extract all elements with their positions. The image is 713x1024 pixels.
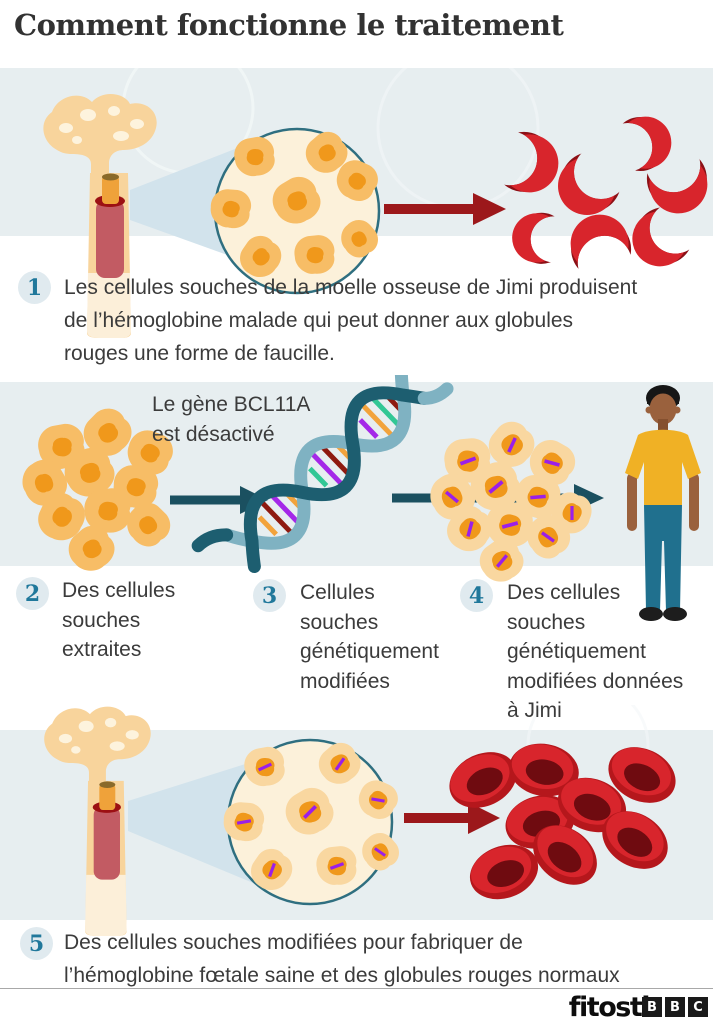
bbc-logo-block-b1: B bbox=[642, 997, 662, 1017]
step-4-number: 4 bbox=[460, 579, 493, 612]
step-4-text: Des cellules souches génétiquement modif… bbox=[507, 578, 707, 726]
step-1-line-1: Les cellules souches de la moelle osseus… bbox=[64, 276, 638, 299]
step-5-line-1: Des cellules souches modifiées pour fabr… bbox=[64, 931, 523, 954]
bbc-logo-block-b2: B bbox=[665, 997, 685, 1017]
step-2-line-2: souches bbox=[62, 608, 141, 632]
step-3-line-2: souches bbox=[300, 610, 379, 634]
step-2-line-1: Des cellules bbox=[62, 579, 176, 602]
step-3-line-1: Cellules bbox=[300, 581, 375, 604]
step-2-line-3: extraites bbox=[62, 638, 142, 661]
step-4-line-5: à Jimi bbox=[507, 699, 562, 722]
step-4-line-2: souches bbox=[507, 610, 586, 634]
gene-label-line-1: Le gène BCL11A bbox=[152, 393, 311, 416]
step-3-text: Cellules souches génétiquement modifiées bbox=[300, 578, 480, 696]
step-4-line-1: Des cellules bbox=[507, 581, 621, 604]
step-1-line-2: de l’hémoglobine malade qui peut donner … bbox=[64, 309, 574, 332]
step-2-number: 2 bbox=[16, 577, 49, 610]
step-2-text: Des cellules souches extraites bbox=[62, 576, 232, 665]
section-2-background bbox=[0, 382, 713, 566]
step-5-text: Des cellules souches modifiées pour fabr… bbox=[64, 926, 709, 992]
step-5-line-2: l’hémoglobine fœtale saine et des globul… bbox=[64, 964, 620, 987]
step-4-line-3: génétiquement bbox=[507, 640, 646, 663]
step-3-line-4: modifiées bbox=[300, 669, 390, 693]
bbc-logo-block-c: C bbox=[688, 997, 708, 1017]
watermark: fitosti bbox=[568, 992, 651, 1023]
step-5-number: 5 bbox=[20, 927, 53, 960]
step-1-number: 1 bbox=[18, 271, 51, 304]
bbc-logo: B B C bbox=[642, 997, 708, 1017]
gene-label-line-2: est désactivé bbox=[152, 423, 275, 446]
step-1-line-3: rouges une forme de faucille. bbox=[64, 342, 335, 365]
step-3-line-3: génétiquement bbox=[300, 640, 439, 663]
footer-divider bbox=[0, 988, 713, 989]
step-3-number: 3 bbox=[253, 579, 286, 612]
page-title: Comment fonctionne le traitement bbox=[14, 8, 564, 42]
section-3-background bbox=[0, 730, 713, 920]
section-1-background bbox=[0, 68, 713, 236]
step-1-text: Les cellules souches de la moelle osseus… bbox=[64, 271, 664, 370]
step-4-line-4: modifiées données bbox=[507, 669, 684, 693]
gene-label: Le gène BCL11A est désactivé bbox=[152, 390, 310, 450]
